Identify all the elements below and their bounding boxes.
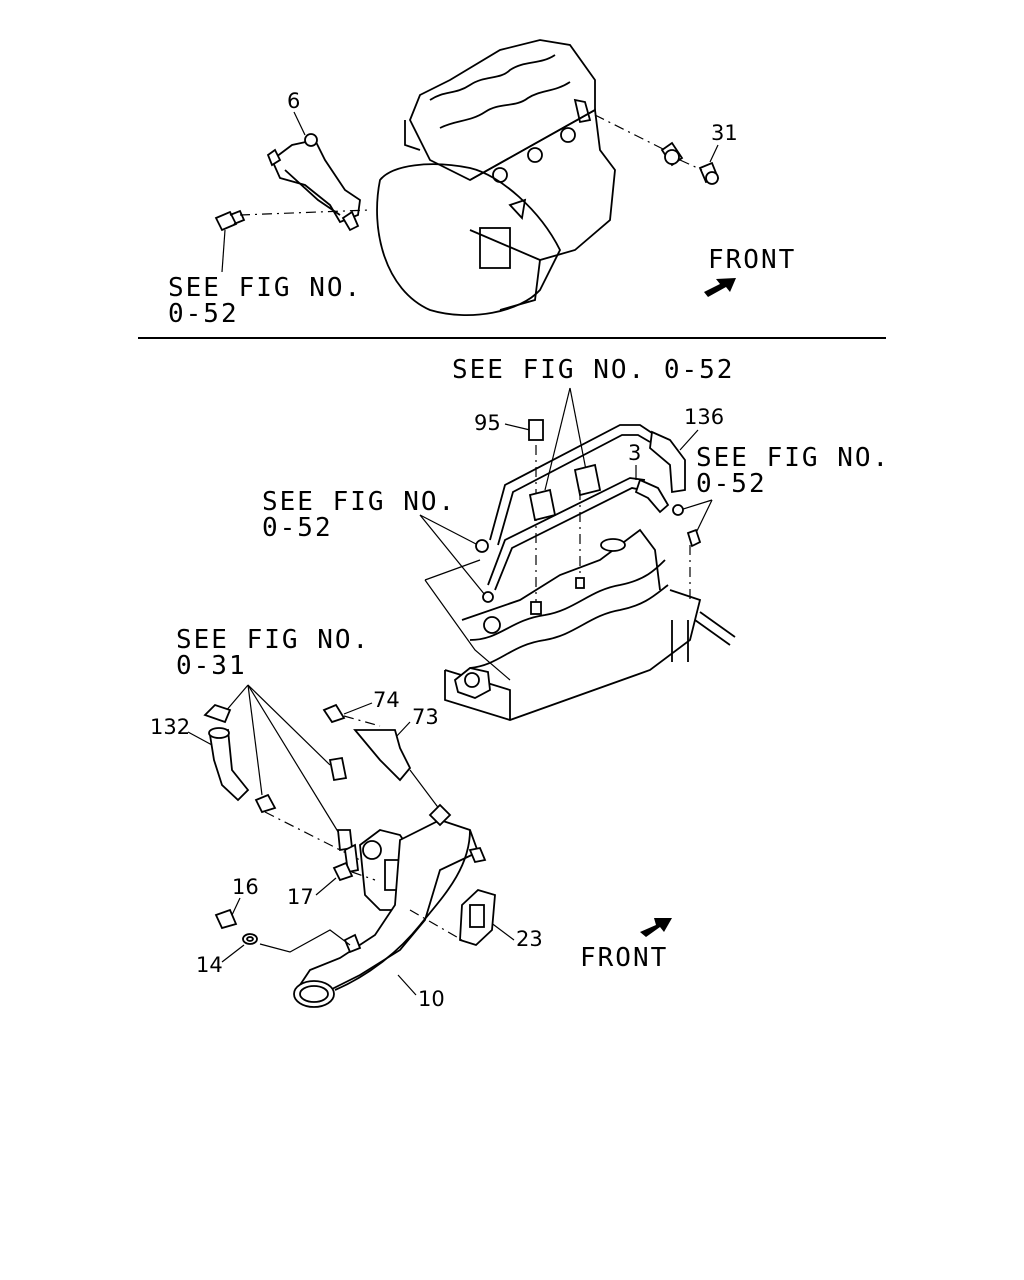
part-16-bolt <box>214 908 238 930</box>
callout-14: 14 <box>196 953 223 977</box>
see-fig-label-right-line1: SEE FIG NO. <box>696 443 890 473</box>
see-fig-label-top-left-line2: 0-52 <box>168 299 239 329</box>
see-fig-label-top-center: SEE FIG NO. 0-52 <box>452 355 734 385</box>
part-17-bolt <box>332 861 354 882</box>
small-hose-pieces <box>328 756 359 874</box>
front-arrow-bottom-icon <box>640 918 672 937</box>
callout-73: 73 <box>412 705 439 729</box>
see-fig-label-left-line1: SEE FIG NO. <box>262 487 456 517</box>
callout-10: 10 <box>418 987 445 1011</box>
callout-132: 132 <box>150 715 190 739</box>
part-132-hose <box>203 703 277 814</box>
callout-6: 6 <box>287 89 300 113</box>
part-23-gasket <box>459 888 496 947</box>
callout-3: 3 <box>628 441 641 465</box>
see-fig-label-lower-line1: SEE FIG NO. <box>176 625 370 655</box>
callout-16: 16 <box>232 875 259 899</box>
part-6-pipe-assembly <box>266 133 361 232</box>
callout-74: 74 <box>373 688 400 712</box>
part-74-bolt <box>322 703 346 724</box>
callout-17: 17 <box>287 885 314 909</box>
see-fig-label-top-left-line1: SEE FIG NO. <box>168 273 362 303</box>
part-14-washer <box>242 933 258 945</box>
part-73-bracket <box>353 729 412 782</box>
front-arrow-top-icon <box>704 278 736 297</box>
callout-31: 31 <box>711 121 738 145</box>
part-10-water-outlet-pipe <box>293 803 487 1008</box>
cylinder-head-illustration <box>444 528 736 721</box>
see-fig-label-lower-line2: 0-31 <box>176 651 247 681</box>
see-fig-label-left-line2: 0-52 <box>262 513 333 543</box>
callout-136: 136 <box>684 405 724 429</box>
part-31-clip-bolt <box>660 141 720 185</box>
water-pipes-3-136 <box>475 424 702 603</box>
front-label-top: FRONT <box>708 245 796 275</box>
callout-23: 23 <box>516 927 543 951</box>
front-label-bottom: FRONT <box>580 943 668 973</box>
bolt-left-top <box>214 209 246 232</box>
see-fig-label-right-line2: 0-52 <box>696 469 767 499</box>
engine-block-illustration <box>376 39 616 316</box>
part-95-bolt <box>528 419 544 615</box>
callout-95: 95 <box>474 411 501 435</box>
